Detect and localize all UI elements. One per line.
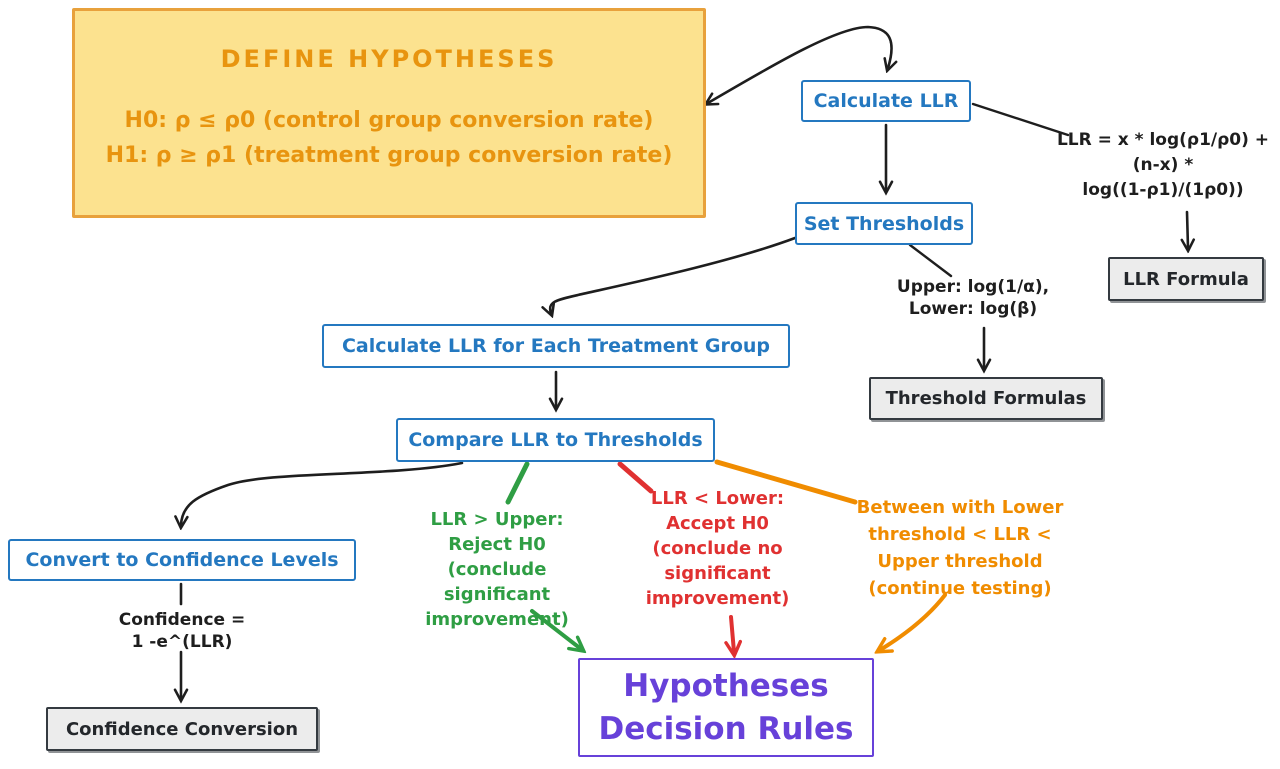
accept-branch-note: LLR < Lower: Accept H0 (conclude no sign… [630,486,805,611]
threshold-note: Upper: log(1/α), Lower: log(β) [873,276,1073,320]
confidence-note-line2: 1 -e^(LLR) [131,632,233,652]
continue-line1: Between with Lower [856,497,1064,518]
hypotheses-text: H0: ρ ≤ ρ0 (control group conversion rat… [106,103,673,173]
node-set-thresholds: Set Thresholds [795,202,973,245]
node-compare-llr-thresholds: Compare LLR to Thresholds [396,418,715,462]
node-convert-confidence-levels: Convert to Confidence Levels [8,539,356,581]
accept-line3: (conclude no [652,538,783,559]
confidence-note-line1: Confidence = [118,610,246,630]
accept-line1: LLR < Lower: [650,488,785,509]
reject-line1: LLR > Upper: [430,509,564,530]
node-hypotheses-decision-rules: Hypotheses Decision Rules [578,658,874,757]
arrow-formula-note-to-llr-formula [1187,210,1188,248]
decision-rules-line2: Decision Rules [598,710,854,747]
define-hypotheses-box: DEFINE HYPOTHESES H0: ρ ≤ ρ0 (control gr… [72,8,706,218]
node-llr-formula: LLR Formula [1108,257,1264,301]
continue-line4: (continue testing) [868,578,1052,599]
h0-hypothesis: H0: ρ ≤ ρ0 (control group conversion rat… [124,108,654,133]
llr-formula-note-line3: log((1-ρ1)/(1ρ0)) [1082,180,1244,200]
threshold-note-line2: Lower: log(β) [908,299,1038,319]
continue-line2: threshold < LLR < [868,524,1052,545]
define-hypotheses-title: DEFINE HYPOTHESES [220,45,558,73]
line-set-thresholds-to-threshold-note [908,243,953,278]
threshold-note-line1: Upper: log(1/α), [896,277,1050,297]
accept-line4: significant [664,563,771,584]
arrow-set-thresholds-to-calculate-each [550,236,797,313]
confidence-note: Confidence = 1 -e^(LLR) [93,609,271,653]
h1-hypothesis: H1: ρ ≥ ρ1 (treatment group conversion r… [105,143,673,168]
reject-line4: improvement) [425,609,569,630]
node-confidence-conversion: Confidence Conversion [46,707,318,751]
llr-formula-note-line1: LLR = x * log(ρ1/ρ0) + [1056,130,1270,150]
continue-branch-note: Between with Lower threshold < LLR < Upp… [845,494,1075,602]
node-calculate-llr-each-group: Calculate LLR for Each Treatment Group [322,324,790,368]
reject-line3: (conclude significant [443,559,551,605]
llr-formula-note: LLR = x * log(ρ1/ρ0) + (n-x) * log((1-ρ1… [1028,128,1280,203]
accept-line5: improvement) [645,588,790,609]
line-compare-to-reject-branch [505,461,530,505]
node-calculate-llr: Calculate LLR [801,80,971,122]
reject-branch-note: LLR > Upper: Reject H0 (conclude signifi… [392,507,602,632]
decision-rules-line1: Hypotheses [623,667,829,704]
continue-line3: Upper threshold [877,551,1043,572]
arrow-continue-branch-to-decision [880,593,947,650]
accept-line2: Accept H0 [666,513,769,534]
llr-formula-note-line2: (n-x) * [1132,155,1194,175]
reject-line2: Reject H0 [448,534,546,555]
arrow-accept-branch-to-decision [731,615,734,652]
node-threshold-formulas: Threshold Formulas [869,377,1103,420]
